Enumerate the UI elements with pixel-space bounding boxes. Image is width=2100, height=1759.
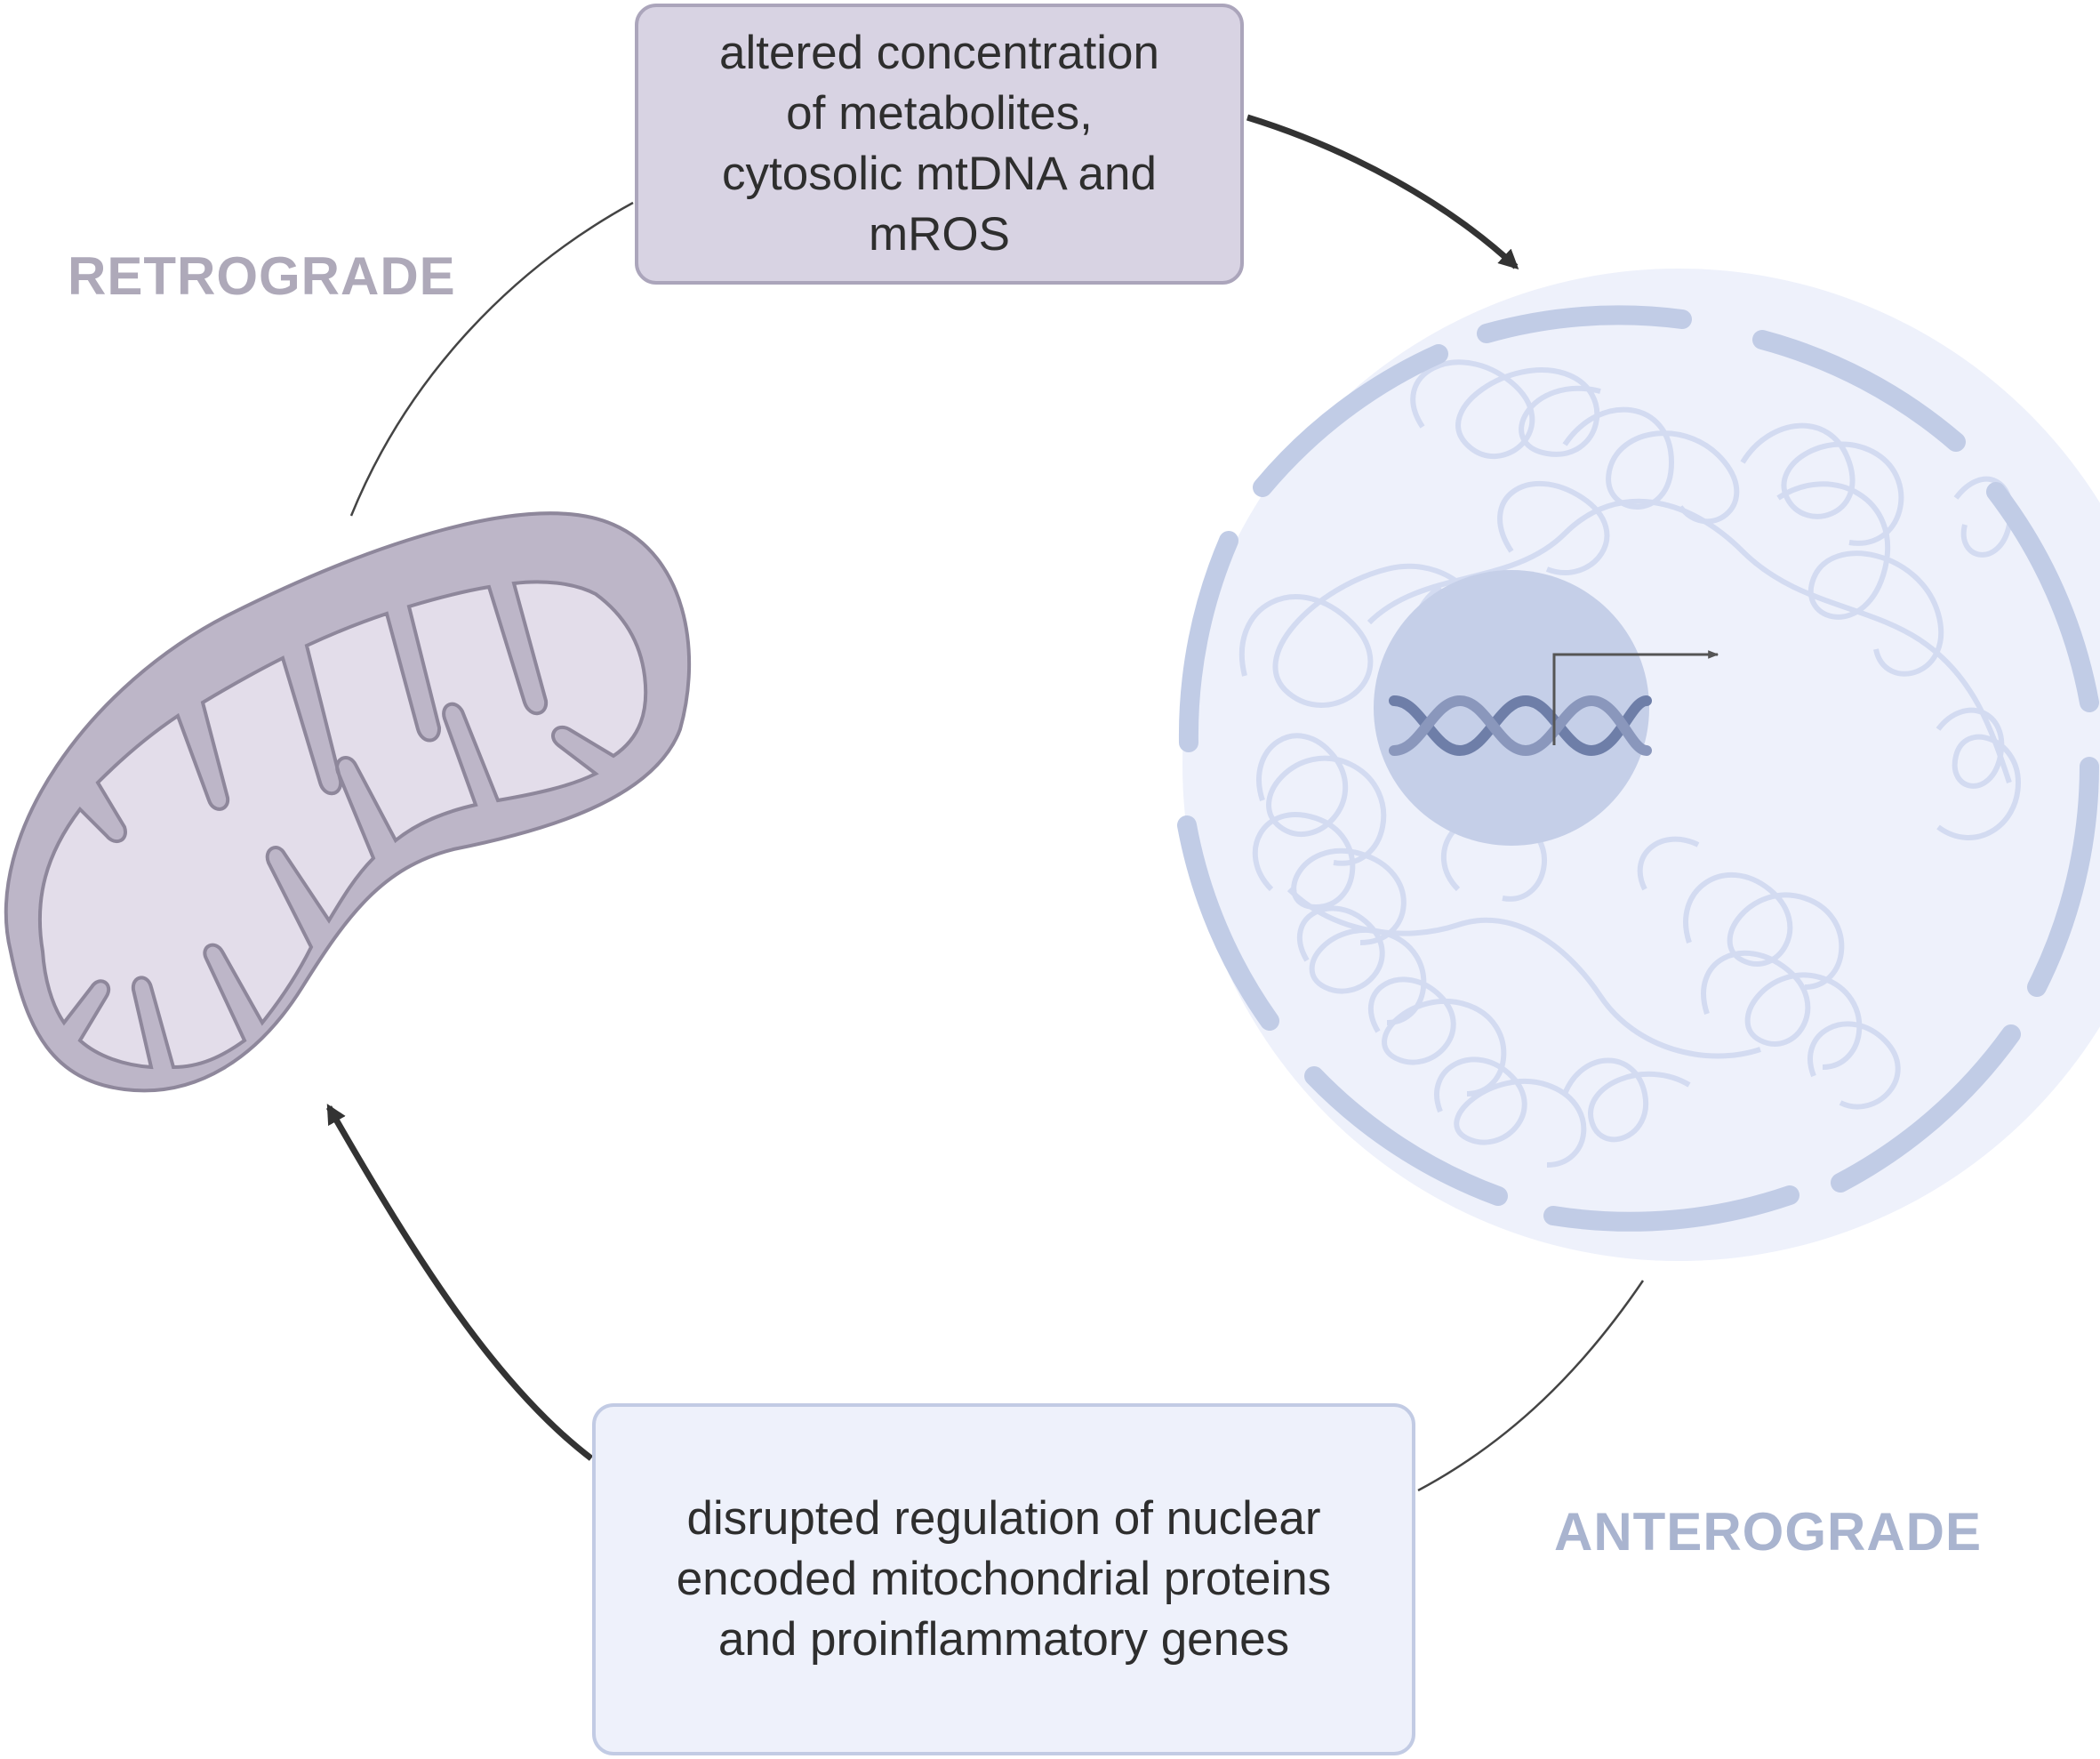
retrograde-label: RETROGRADE (68, 246, 456, 306)
mitochondrion-icon (4, 511, 691, 1093)
transcription-arrow-icon (1552, 650, 1719, 745)
nuclear-regulation-box-line-2: encoded mitochondrial proteins (676, 1553, 1332, 1605)
metabolites-box-line-4: mROS (869, 208, 1010, 261)
nucleus-icon (1177, 269, 2100, 1261)
anterograde-label: ANTEROGRADE (1554, 1502, 1983, 1562)
metabolites-box-line-2: of metabolites, (786, 87, 1093, 140)
metabolites-box-line-1: altered concentration (719, 27, 1159, 79)
metabolites-box: altered concentration of metabolites, cy… (635, 4, 1244, 285)
chromatin (1238, 359, 2022, 1168)
anterograde-connector-line (1417, 1280, 1645, 1492)
nuclear-regulation-box-line-3: and proinflammatory genes (717, 1613, 1290, 1666)
mitochondrion-inner-membrane (37, 580, 648, 1070)
retrograde-connector-line (349, 201, 634, 517)
anterograde-arrow (325, 1104, 594, 1461)
metabolites-box-line-3: cytosolic mtDNA and (722, 148, 1157, 200)
nuclear-envelope (1177, 305, 2099, 1232)
dna-double-helix-icon (1389, 695, 1652, 757)
retrograde-arrow (1246, 114, 1519, 270)
nuclear-regulation-box-line-1: disrupted regulation of nuclear (686, 1492, 1321, 1545)
nuclear-regulation-box: disrupted regulation of nuclear encoded … (592, 1403, 1415, 1755)
